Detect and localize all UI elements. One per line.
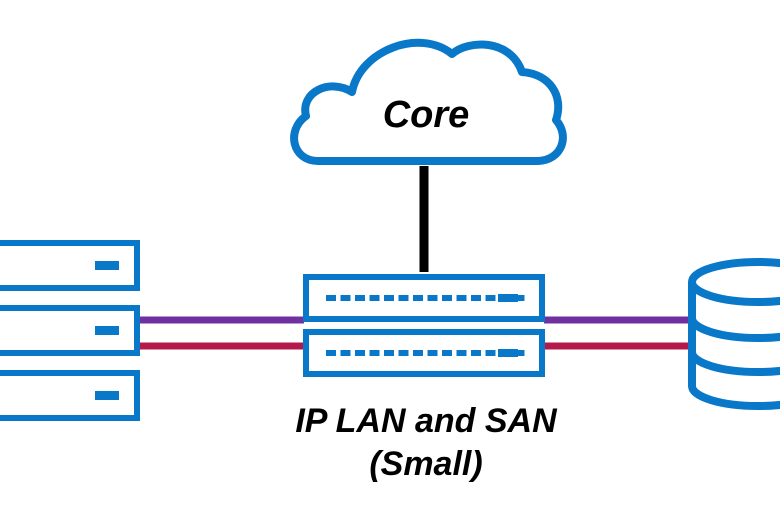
switch-top-port-8 bbox=[427, 295, 438, 301]
switch-top-port-14 bbox=[514, 295, 525, 301]
core-label: Core bbox=[383, 94, 470, 136]
switch-top-port-6 bbox=[398, 295, 409, 301]
switch-label-line2: (Small) bbox=[369, 445, 482, 483]
switch-top-port-12 bbox=[485, 295, 496, 301]
switch-bottom-port-3 bbox=[355, 350, 365, 356]
switch-top-port-3 bbox=[355, 295, 365, 301]
switch-top-port-11 bbox=[471, 295, 481, 301]
switch-bottom-port-6 bbox=[398, 350, 409, 356]
switch-top-port-2 bbox=[340, 295, 351, 301]
network-switch-icon bbox=[303, 274, 545, 377]
switch-bottom-port-14 bbox=[514, 350, 525, 356]
database-icon bbox=[688, 258, 780, 410]
switch-bottom-port-11 bbox=[471, 350, 481, 356]
switch-bottom-port-5 bbox=[384, 350, 394, 356]
switch-bottom-port-2 bbox=[340, 350, 351, 356]
switch-top-port-4 bbox=[369, 295, 380, 301]
switch-top-port-1 bbox=[326, 295, 336, 301]
switch-label-line1: IP LAN and SAN bbox=[295, 402, 558, 440]
switch-bottom-port-1 bbox=[326, 350, 336, 356]
switch-top-port-5 bbox=[384, 295, 394, 301]
switch-bottom-port-8 bbox=[427, 350, 438, 356]
server-led-3 bbox=[95, 391, 119, 400]
switch-top-port-7 bbox=[413, 295, 423, 301]
switch-top-port-9 bbox=[442, 295, 452, 301]
cloud-icon bbox=[290, 38, 567, 165]
switch-bottom-port-4 bbox=[369, 350, 380, 356]
switch-ports-bottom bbox=[326, 349, 525, 357]
switch-top-port-10 bbox=[456, 295, 467, 301]
server-led-1 bbox=[95, 261, 119, 270]
switch-bottom-port-10 bbox=[456, 350, 467, 356]
server-led-2 bbox=[95, 326, 119, 335]
switch-bottom-port-7 bbox=[413, 350, 423, 356]
server-rack-icon bbox=[0, 240, 140, 421]
switch-ports-top bbox=[326, 294, 525, 302]
switch-top-uplink-port bbox=[498, 294, 518, 302]
switch-bottom-port-12 bbox=[485, 350, 496, 356]
switch-bottom-uplink-port bbox=[498, 349, 518, 357]
switch-bottom-port-9 bbox=[442, 350, 452, 356]
